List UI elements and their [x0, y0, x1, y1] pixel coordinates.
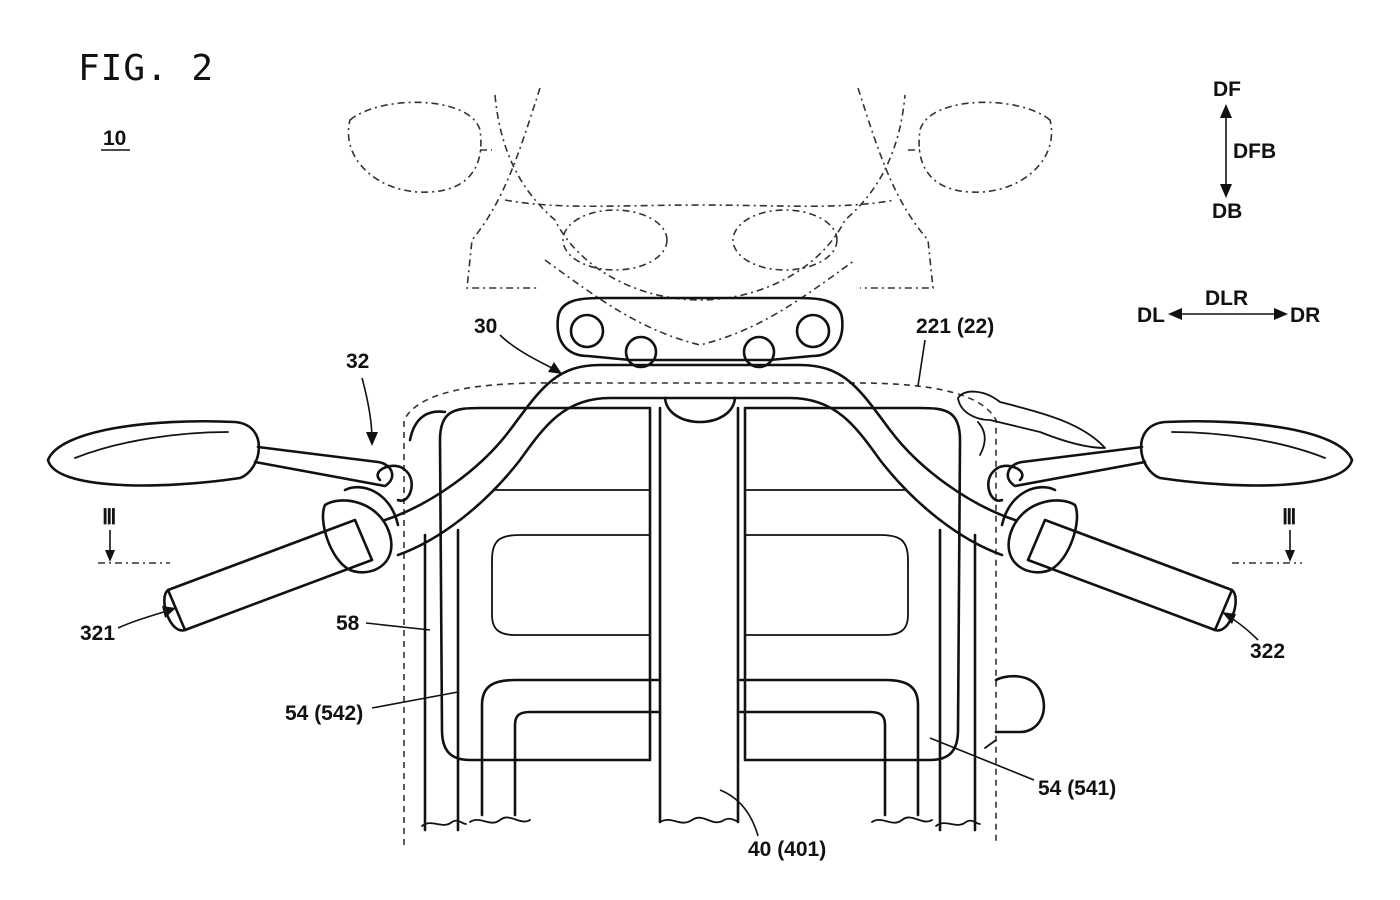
figure-title: FIG. 2 [78, 48, 214, 89]
section-marker-right: Ⅲ [1232, 506, 1302, 564]
left-mirror [46, 419, 394, 488]
right-grip-assembly [987, 464, 1237, 632]
left-phantom-mirror [347, 101, 482, 193]
right-side-bulge [984, 674, 1046, 749]
arrow-down-icon [105, 550, 115, 562]
direction-front-back-indicator: DF DFB DB [1212, 78, 1276, 223]
label-right-grip: 322 [1250, 640, 1285, 663]
arrow-left-icon [1168, 308, 1182, 320]
label-58: 58 [336, 612, 431, 635]
arrow-down-icon [1220, 184, 1232, 198]
left-grip [166, 518, 374, 632]
handlebar [383, 363, 1017, 557]
label-541: 54 (541) [929, 737, 1116, 800]
front-cowling-phantom [347, 87, 1053, 845]
direction-left-right-indicator: DLR DL DR [1137, 287, 1320, 327]
right-hand-shape [957, 390, 1106, 456]
vehicle-outline-phantom [403, 382, 997, 845]
section-marker-left: Ⅲ [98, 506, 170, 564]
label-321: 321 [80, 606, 176, 645]
dir-front-back-label: DFB [1233, 140, 1276, 163]
right-tank-block [743, 406, 977, 832]
label-left-tube: 54 (542) [285, 702, 363, 725]
steering-stem [658, 406, 740, 824]
label-left-grip: 321 [80, 622, 115, 645]
section-label-left: Ⅲ [102, 506, 116, 529]
arrow-right-icon [1274, 308, 1288, 320]
dir-right-label: DR [1290, 304, 1320, 327]
right-mirror [1006, 419, 1354, 488]
dir-back-label: DB [1212, 200, 1242, 223]
arrow-down-icon [1285, 550, 1295, 562]
label-30: 30 [474, 315, 562, 374]
label-322: 322 [1222, 612, 1285, 663]
label-cover: 221 (22) [916, 315, 994, 338]
label-handlebar: 30 [474, 315, 497, 338]
right-phantom-mirror [918, 101, 1053, 193]
label-401: 40 (401) [719, 789, 826, 861]
label-steering-unit: 32 [346, 350, 369, 373]
section-label-right: Ⅲ [1282, 506, 1296, 529]
label-stem: 40 (401) [748, 838, 826, 861]
dir-left-right-label: DLR [1205, 287, 1248, 310]
dir-left-label: DL [1137, 304, 1165, 327]
figure-ref-number: 10 [103, 127, 126, 150]
right-headlight [732, 209, 838, 271]
dir-front-label: DF [1213, 78, 1241, 101]
left-grip-assembly [163, 464, 413, 632]
arrow-up-icon [1220, 104, 1232, 118]
right-grip [1026, 518, 1234, 632]
label-32: 32 [346, 350, 378, 446]
left-headlight [562, 209, 668, 271]
top-bridge [556, 296, 844, 424]
u-pipes [421, 678, 981, 827]
label-542: 54 (542) [285, 691, 459, 725]
label-fork-side: 58 [336, 612, 360, 635]
left-tank-block [408, 406, 652, 832]
label-221: 221 (22) [916, 315, 994, 387]
label-right-tube: 54 (541) [1038, 777, 1116, 800]
